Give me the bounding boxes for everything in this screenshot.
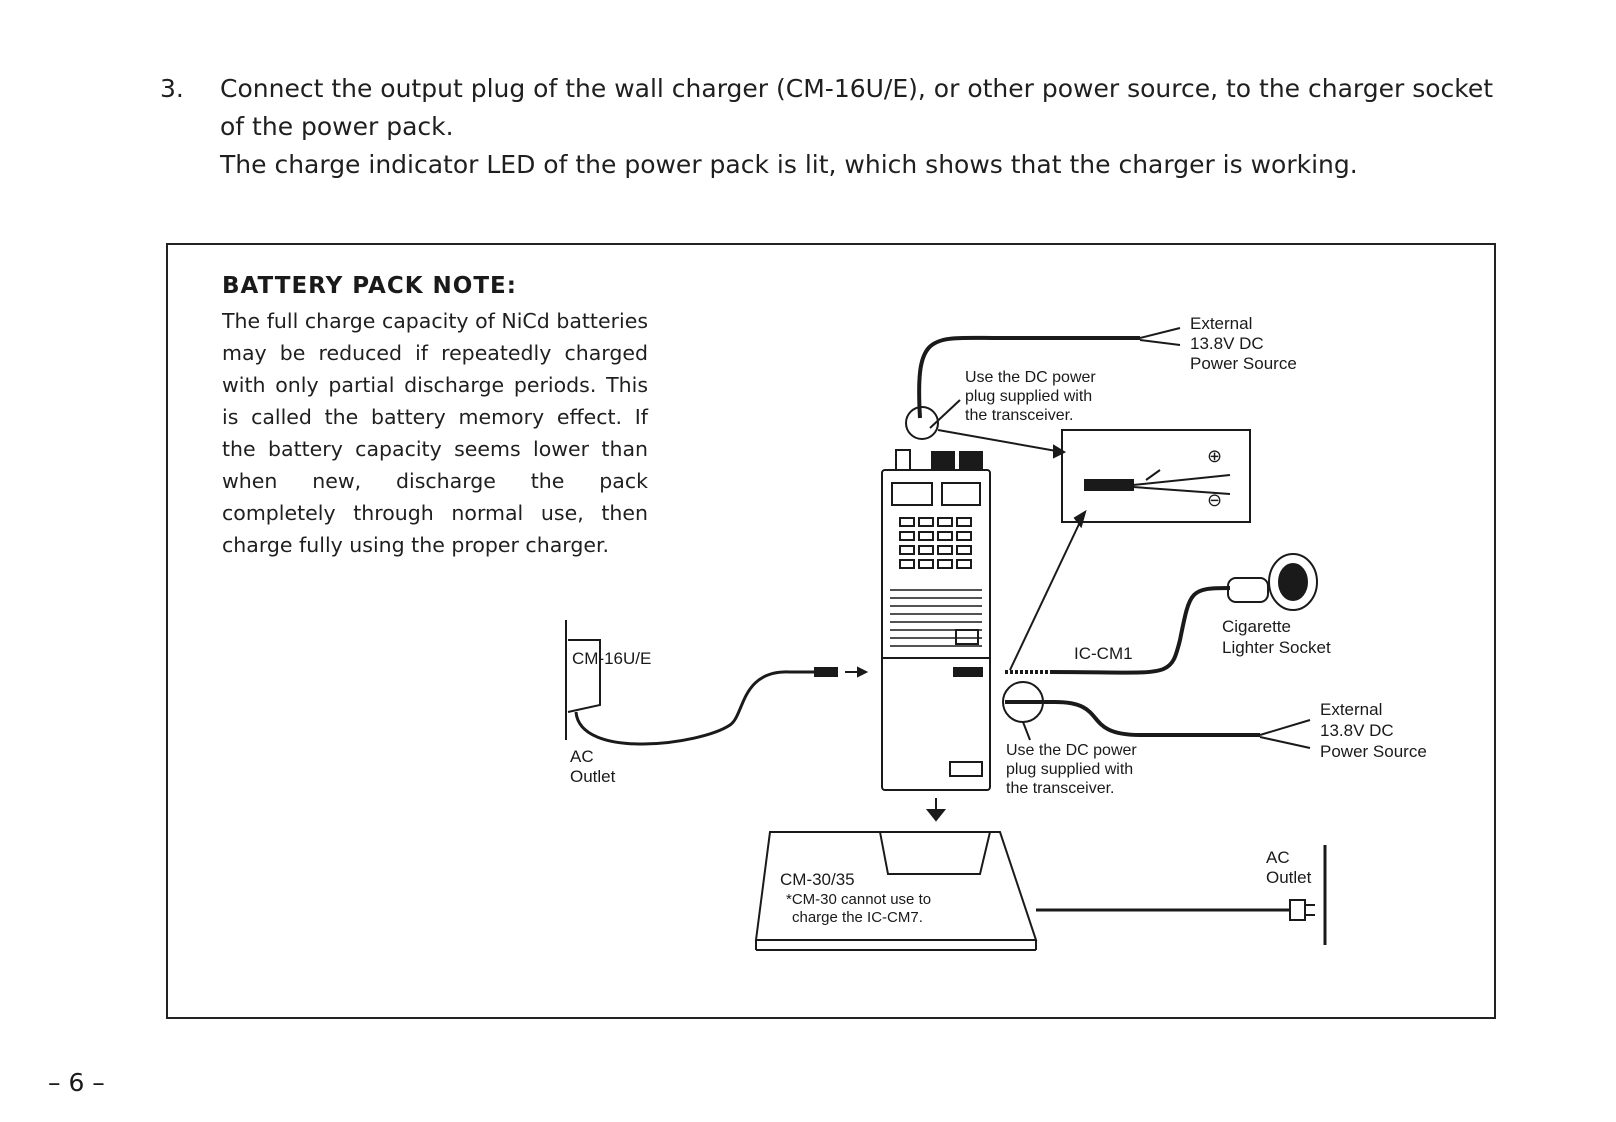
step-line-2: The charge indicator LED of the power pa… — [220, 150, 1358, 179]
ext-top-line-1: External — [1190, 314, 1252, 333]
cm30-line-2: *CM-30 cannot use to — [786, 891, 931, 908]
dc-plug-top-line-2: plug supplied with — [965, 388, 1092, 405]
transceiver-keypad — [899, 517, 972, 569]
knob-left — [931, 451, 955, 471]
cm30-line-3: charge the IC-CM7. — [792, 909, 923, 926]
ext-right-line-2: 13.8V DC — [1320, 721, 1394, 740]
speaker-grille — [890, 589, 982, 647]
plug-polarity-inset — [1061, 429, 1251, 523]
page-number: – 6 – — [48, 1068, 105, 1097]
ac-plug-right — [1289, 899, 1306, 921]
ac-left-line-2: Outlet — [570, 767, 616, 786]
pack-label — [949, 761, 983, 777]
ac-left-line-1: AC — [570, 747, 594, 766]
transceiver-display — [891, 482, 933, 506]
lighter-socket — [1268, 553, 1318, 611]
dc-plug-top-line-3: the transceiver. — [965, 407, 1074, 424]
iccm1-cord — [1049, 586, 1231, 675]
desktop-charger — [754, 831, 1038, 941]
pointer-to-transceiver — [1009, 521, 1081, 671]
plus-symbol: ⊕ — [1207, 446, 1222, 466]
ac-right-line-1: AC — [1266, 848, 1290, 867]
cigarette-line-2: Lighter Socket — [1222, 638, 1331, 657]
ac-right-line-2: Outlet — [1266, 868, 1312, 887]
transceiver-antenna — [895, 449, 911, 471]
cm16-label: CM-16U/E — [572, 649, 651, 668]
cm30-line-1: CM-30/35 — [780, 870, 855, 889]
dc-plug-top-line-1: Use the DC power — [965, 369, 1096, 386]
step-body: Connect the output plug of the wall char… — [220, 70, 1510, 184]
ext-top-line-2: 13.8V DC — [1190, 334, 1264, 353]
dc-plug-bottom-line-3: the transceiver. — [1006, 780, 1115, 797]
charging-figure-frame: BATTERY PACK NOTE: The full charge capac… — [166, 243, 1496, 1019]
wall-charger — [567, 639, 601, 713]
iccm1-label: IC-CM1 — [1074, 644, 1133, 663]
dc-cord-bottom — [1054, 700, 1260, 737]
ext-top-line-3: Power Source — [1190, 354, 1297, 373]
note-title: BATTERY PACK NOTE: — [222, 273, 517, 299]
battery-pack-note: BATTERY PACK NOTE: The full charge capac… — [222, 273, 648, 561]
knob-right — [959, 451, 983, 471]
step-number: 3. — [160, 74, 184, 103]
dc-plug-bottom-line-2: plug supplied with — [1006, 761, 1133, 778]
charge-socket — [953, 667, 983, 677]
minus-symbol: ⊖ — [1207, 490, 1222, 510]
cigarette-line-1: Cigarette — [1222, 617, 1291, 636]
note-text: The full charge capacity of NiCd batteri… — [222, 309, 648, 557]
cigarette-plug — [1227, 577, 1269, 603]
wall-charger-cord — [574, 670, 815, 746]
ext-right-line-1: External — [1320, 700, 1382, 719]
dc-cord-top — [917, 335, 1140, 419]
dc-plug-bottom-line-1: Use the DC power — [1006, 742, 1137, 759]
step-line-1: Connect the output plug of the wall char… — [220, 74, 1494, 141]
ext-right-line-3: Power Source — [1320, 742, 1427, 761]
dc-plug-top-zoom — [905, 406, 939, 440]
